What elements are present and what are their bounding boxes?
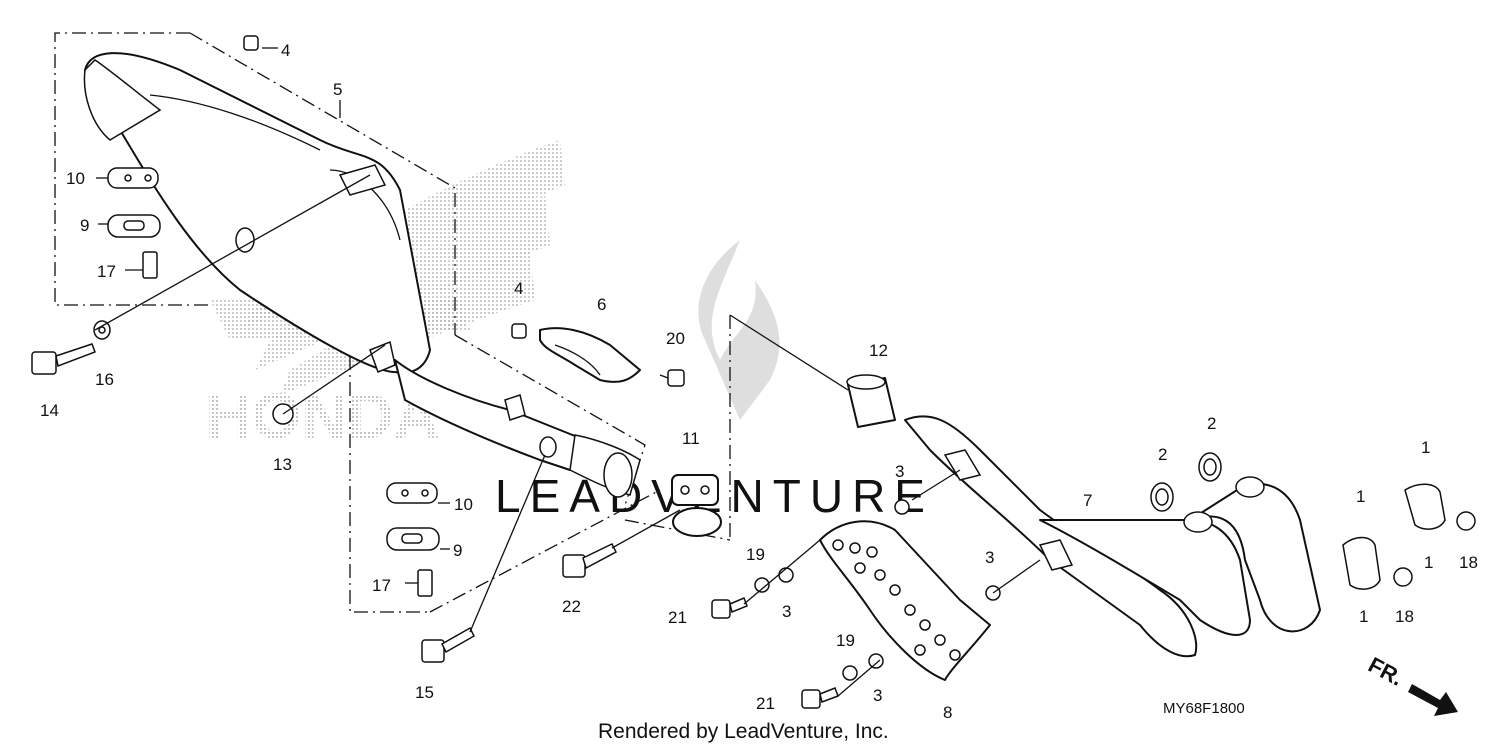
callout-17: 17	[372, 576, 391, 595]
callout-13: 13	[273, 455, 292, 474]
callout-19: 19	[746, 545, 765, 564]
render-credit-footer: Rendered by LeadVenture, Inc.	[598, 720, 889, 743]
rubber-grommet-part	[235, 35, 527, 339]
callout-21: 21	[668, 608, 687, 627]
callout-9: 9	[80, 216, 89, 235]
heat-shield-part	[539, 327, 641, 383]
callout-14: 14	[40, 401, 59, 420]
callout-1: 1	[1359, 607, 1368, 626]
callout-21: 21	[756, 694, 775, 713]
callout-18: 18	[1459, 553, 1478, 572]
exhaust-pipe-part	[904, 415, 1321, 658]
callout-19: 19	[836, 631, 855, 650]
callout-9: 9	[453, 541, 462, 560]
callout-8: 8	[943, 703, 952, 722]
callout-3: 3	[873, 686, 882, 705]
callout-4: 4	[514, 279, 523, 298]
callout-10: 10	[454, 495, 473, 514]
callout-15: 15	[415, 683, 434, 702]
callout-18: 18	[1395, 607, 1414, 626]
callout-12: 12	[869, 341, 888, 360]
callout-2: 2	[1207, 414, 1216, 433]
callout-3: 3	[985, 548, 994, 567]
callout-7: 7	[1083, 491, 1092, 510]
callout-labels: 4 5 10 9 17 14 16 13 4 6 20 10 9 17 15 1…	[40, 41, 1478, 722]
callout-1: 1	[1421, 438, 1430, 457]
washer-part	[93, 320, 858, 681]
diagram-code: MY68F1800	[1163, 700, 1245, 717]
exhaust-clamp-part	[671, 474, 722, 537]
callout-4: 4	[281, 41, 290, 60]
callout-3: 3	[782, 602, 791, 621]
callout-11: 11	[682, 429, 700, 448]
callout-5: 5	[333, 80, 342, 99]
exhaust-port-gasket-part	[1150, 452, 1222, 512]
callout-3: 3	[895, 462, 904, 481]
callout-1: 1	[1356, 487, 1365, 506]
callout-10: 10	[66, 169, 85, 188]
callout-22: 22	[562, 597, 581, 616]
mounting-plate-part	[107, 167, 440, 551]
callout-20: 20	[666, 329, 685, 348]
exhaust-protector-part	[819, 520, 991, 681]
callout-2: 2	[1158, 445, 1167, 464]
leadventure-logo-watermark	[698, 240, 780, 420]
callout-1: 1	[1424, 553, 1433, 572]
callout-6: 6	[597, 295, 606, 314]
exhaust-gasket-part	[846, 374, 896, 428]
front-direction-label: FR.	[1364, 652, 1407, 691]
leader-lines	[94, 47, 1041, 697]
callout-16: 16	[95, 370, 114, 389]
brand-text-watermark: HONDA	[205, 380, 440, 452]
front-direction-arrow: FR.	[1364, 652, 1458, 716]
bolt-part	[31, 251, 839, 709]
joint-collar-part	[1342, 483, 1446, 590]
callout-17: 17	[97, 262, 116, 281]
